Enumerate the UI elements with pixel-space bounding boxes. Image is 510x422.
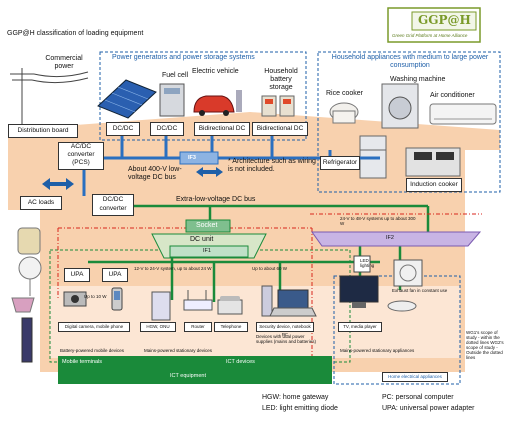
telephone-icon <box>217 296 243 315</box>
legend-upa: UPA: universal power adapter <box>382 405 475 412</box>
generators-title: Power generators and power storage syste… <box>112 54 255 61</box>
distribution-board-box: Distribution board <box>8 124 78 138</box>
if3-block <box>179 151 219 165</box>
air-conditioner-icon <box>429 103 497 125</box>
legend-pc: PC: personal computer <box>382 394 454 401</box>
400v-bus-label: About 400-V low-voltage DC bus <box>128 166 182 181</box>
architecture-note: * Architecture such as wiring is not inc… <box>228 158 316 173</box>
induction-cooker-box: Induction cooker <box>406 178 462 192</box>
security-label: Security device, notebook PC <box>256 322 314 337</box>
dc-dc-unit-2: DC/DC <box>150 122 184 136</box>
range-60-label: Up to about 60 W <box>252 266 288 271</box>
led-lighting-icon <box>353 255 417 312</box>
home-electrical-box: Home electrical appliances <box>382 372 448 382</box>
solar-panel-icon <box>97 79 157 119</box>
camera-label: Digital camera, mobile phone <box>58 322 130 332</box>
upa-10w-label: Up to 10 W <box>84 294 107 299</box>
notebook-pc-icon <box>269 289 317 317</box>
telephone-label: Telephone <box>214 322 248 332</box>
scope-dash-lines <box>57 213 482 360</box>
led-label: LED lighting <box>360 258 375 268</box>
appliances-dotted-box <box>317 51 501 193</box>
upa-box-2: UPA <box>102 268 128 282</box>
elv-bus-title: Extra-low-voltage DC bus <box>176 196 256 203</box>
upa-box-1: UPA <box>64 268 90 282</box>
if2-label: IF2 <box>386 235 394 241</box>
dc-dc-converter-box: DC/DC converter <box>92 194 134 216</box>
logo-caption: Green Grid Platform at Home Alliance <box>392 33 468 38</box>
rice-cooker-label: Rice cooker <box>326 90 363 97</box>
ict-devices-bar <box>160 356 332 370</box>
utility-pole-icon <box>10 68 89 124</box>
ict-devices-label: ICT devices <box>226 359 255 365</box>
dual-power-group: Devices with dual power supplies (mains … <box>256 334 317 344</box>
ac-loads-box: AC loads <box>20 196 62 210</box>
rice-cooker-icon <box>329 102 359 124</box>
washing-machine-label: Washing machine <box>390 76 446 83</box>
mobile-phone-icon <box>111 287 123 311</box>
electric-vehicle-icon <box>193 90 242 116</box>
logo-text: GGP@H <box>418 13 471 27</box>
dc-dc-unit-1: DC/DC <box>106 122 140 136</box>
exhaust-fan-icon <box>393 259 423 287</box>
scope-note: WG1's scope of study - within the dotted… <box>466 330 504 360</box>
mains-stationary-group: Mains-powered stationary devices <box>144 348 213 353</box>
logo-inner <box>411 11 477 31</box>
tv-label: TV, media player <box>338 322 382 332</box>
household-battery-label: Household battery storage <box>264 68 298 91</box>
battery-mobile-group: Battery-powered mobile devices <box>60 348 125 353</box>
battery-storage-icon <box>261 95 295 117</box>
refrigerator-box: Refrigerator <box>320 156 360 170</box>
socket-block <box>185 219 231 233</box>
if2-trapezoid <box>311 231 482 247</box>
ac-load-icons <box>11 227 42 363</box>
legend-led: LED: light emitting diode <box>262 405 338 412</box>
camera-icon <box>63 291 87 307</box>
router-label: Router <box>184 322 212 332</box>
double-arrow-icons <box>42 167 223 190</box>
hgw-label: HGW, ONU <box>140 322 176 332</box>
washing-machine-icon <box>381 83 419 129</box>
hgw-icon <box>151 291 171 321</box>
if1-label: IF1 <box>203 248 211 254</box>
security-device-icon <box>261 285 273 317</box>
electric-vehicle-label: Electric vehicle <box>192 68 239 75</box>
bidirectional-dc-unit-1: Bidirectional DC <box>194 122 250 136</box>
fuel-cell-label: Fuel cell <box>162 72 189 79</box>
dc-unit-label: DC unit <box>190 236 214 243</box>
generators-dotted-box <box>99 51 307 141</box>
fuel-cell-icon <box>159 83 185 117</box>
socket-label: Socket <box>196 222 218 229</box>
ict-equipment-bar <box>58 370 332 384</box>
range-12-24-label: 12-V to 24-V system, up to about 24 W <box>134 266 212 271</box>
fan-label: Exhaust fan in constant use <box>392 288 448 293</box>
mobile-terminals-bar <box>58 356 162 370</box>
appliances-title: Household appliances with medium to larg… <box>331 54 489 69</box>
commercial-power-label: Commercial power <box>45 55 83 70</box>
mains-appliances-group: Mains-powered stationary appliances <box>340 348 415 353</box>
tv-icon <box>339 275 379 308</box>
if3-label: IF3 <box>188 155 196 161</box>
page-title: GGP@H classification of loading equipmen… <box>7 30 144 37</box>
ict-equipment-label: ICT equipment <box>170 373 206 379</box>
legend-hgw: HGW: home gateway <box>262 394 329 401</box>
router-icon <box>183 290 213 311</box>
bidirectional-dc-unit-2: Bidirectional DC <box>252 122 308 136</box>
if1-block <box>169 245 249 258</box>
range-24-48-label: 24-V to 48-V systems up to about 300 W <box>340 216 416 226</box>
induction-cooker-icon <box>405 147 461 177</box>
ac-dc-converter-box: AC/DC converter (PCS) <box>58 142 104 170</box>
mobile-terminals-label: Mobile terminals <box>62 359 103 365</box>
air-conditioner-label: Air conditioner <box>430 92 475 99</box>
